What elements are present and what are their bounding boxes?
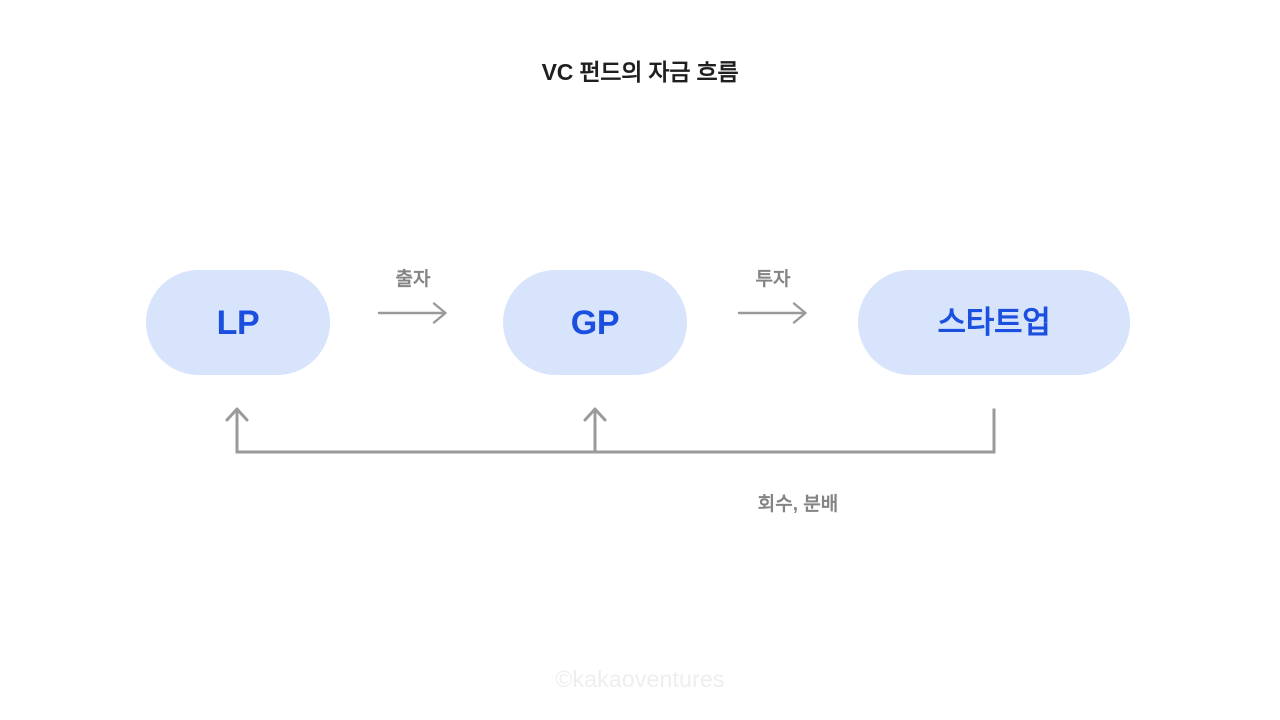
- node-startup: 스타트업: [858, 270, 1130, 375]
- node-lp: LP: [146, 270, 330, 375]
- node-gp-label: GP: [570, 303, 620, 342]
- flow-return-label: 회수, 분배: [757, 494, 839, 515]
- node-lp-label: LP: [216, 303, 260, 342]
- flow-contribution-label: 출자: [395, 269, 431, 290]
- node-startup-label: 스타트업: [937, 305, 1051, 340]
- arrow-up-icon: [583, 407, 607, 454]
- arrow-right-icon: [377, 302, 447, 324]
- watermark: ©kakaoventures: [555, 666, 725, 692]
- flow-investment-label: 투자: [755, 269, 791, 290]
- flow-return-connector: [225, 407, 996, 454]
- arrow-right-icon: [737, 302, 807, 324]
- node-gp: GP: [503, 270, 687, 375]
- page-title: VC 펀드의 자금 흐름: [541, 59, 739, 85]
- arrow-up-icon: [225, 407, 249, 454]
